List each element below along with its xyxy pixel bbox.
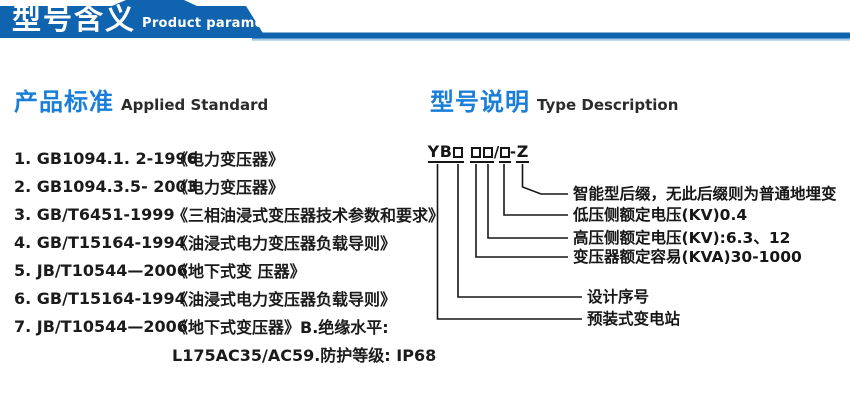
header-banner-shape — [0, 0, 850, 41]
standard-title: 《地下式变 压器》 — [172, 262, 306, 281]
standard-code: 2. GB1094.3.5- 2003 — [14, 176, 198, 196]
type-description-heading-en: Type Description — [537, 96, 679, 114]
connector-hv-voltage — [487, 164, 568, 239]
standard-code: 1. GB1094.1. 2-1996 — [14, 148, 198, 168]
model-code-box-capacity — [470, 144, 482, 163]
standard-title: L175AC35/AC59.防护等级: IP68 — [172, 346, 437, 365]
connector-lv-voltage — [503, 164, 568, 216]
connector-smart-suffix — [521, 164, 568, 195]
page-title: 型号含义 — [12, 2, 137, 36]
standard-row: 2. GB1094.3.5- 2003 《电力变压器》 — [14, 172, 439, 200]
model-code-prefix: YB — [427, 142, 453, 163]
standard-row: L175AC35/AC59.防护等级: IP68 — [14, 340, 439, 368]
standard-title: 《电力变压器》 — [172, 150, 285, 169]
standard-code: 6. GB/T15164-1994 — [14, 288, 186, 308]
header-banner: 型号含义 Product parameters — [0, 0, 850, 44]
label-design-serial: 设计序号 — [587, 288, 650, 306]
standard-row: 4. GB/T15164-1994 《油浸式电力变压器负载导则》 — [14, 228, 439, 256]
standard-code: 5. JB/T10544—2006 — [14, 260, 188, 280]
placeholder-box-icon — [483, 147, 493, 158]
model-code-dash: - — [509, 143, 517, 161]
type-description-heading: 型号说明 Type Description — [430, 82, 678, 117]
model-code-box-lv — [499, 144, 511, 163]
standard-title: 《油浸式电力变压器负载导则》 — [172, 290, 397, 309]
standard-row: 7. JB/T10544—2006 《地下式变压器》B.绝缘水平: — [14, 312, 439, 340]
model-code-slash: / — [493, 143, 500, 161]
type-description-heading-zh: 型号说明 — [430, 88, 530, 116]
standard-code: 7. JB/T10544—2006 — [14, 316, 188, 336]
connector-substation — [436, 164, 582, 320]
placeholder-box-icon — [453, 147, 463, 158]
connector-capacity — [475, 164, 568, 258]
model-code-box-design — [452, 144, 464, 163]
applied-standard-heading-en: Applied Standard — [121, 96, 269, 114]
page-subtitle: Product parameters — [142, 16, 295, 31]
label-smart-suffix: 智能型后缀，无此后缀则为普通地埋变 — [573, 185, 837, 203]
model-code-box-hv — [482, 144, 494, 163]
standard-row: 1. GB1094.1. 2-1996 《电力变压器》 — [14, 144, 439, 172]
standards-list: 1. GB1094.1. 2-1996 《电力变压器》 2. GB1094.3.… — [14, 144, 444, 368]
standard-title: 《地下式变压器》B.绝缘水平: — [172, 318, 389, 337]
placeholder-box-icon — [500, 147, 510, 158]
connector-design-serial — [457, 164, 582, 298]
standard-title: 《油浸式电力变压器负载导则》 — [172, 234, 397, 253]
label-substation: 预装式变电站 — [587, 310, 681, 328]
standard-row: 5. JB/T10544—2006 《地下式变 压器》 — [14, 256, 439, 284]
applied-standard-heading-zh: 产品标准 — [14, 88, 114, 116]
applied-standard-heading: 产品标准 Applied Standard — [14, 82, 268, 117]
standard-code: 4. GB/T15164-1994 — [14, 232, 186, 252]
label-capacity: 变压器额定容易(KVA)30-1000 — [573, 248, 802, 266]
standard-row: 3. GB/T6451-1999 《三相油浸式变压器技术参数和要求》 — [14, 200, 444, 228]
label-hv-voltage: 高压侧额定电压(KV):6.3、12 — [573, 229, 791, 247]
standard-code: 3. GB/T6451-1999 — [14, 204, 175, 224]
model-code-suffix: Z — [516, 142, 529, 163]
standard-row: 6. GB/T15164-1994 《油浸式电力变压器负载导则》 — [14, 284, 439, 312]
standard-title: 《电力变压器》 — [172, 178, 285, 197]
placeholder-box-icon — [471, 147, 481, 158]
label-lv-voltage: 低压侧额定电压(KV)0.4 — [573, 206, 748, 224]
standard-title: 《三相油浸式变压器技术参数和要求》 — [172, 206, 445, 225]
